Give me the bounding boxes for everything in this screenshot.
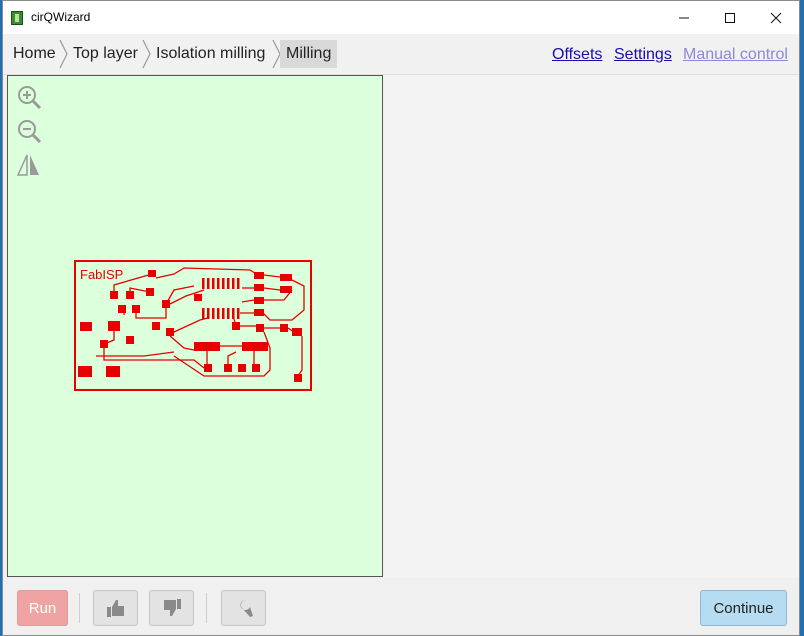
run-button[interactable]: Run bbox=[17, 590, 68, 626]
breadcrumb-milling[interactable]: Milling bbox=[280, 40, 338, 68]
close-icon[interactable] bbox=[753, 1, 799, 34]
settings-wrench-button[interactable] bbox=[221, 590, 266, 626]
breadcrumb-isolation-milling[interactable]: Isolation milling bbox=[156, 45, 266, 62]
pcb-preview-canvas[interactable]: FabISP bbox=[7, 75, 383, 577]
breadcrumb-top-layer[interactable]: Top layer bbox=[73, 45, 138, 62]
maximize-icon[interactable] bbox=[707, 1, 753, 34]
settings-panel bbox=[384, 75, 799, 577]
wrench-icon bbox=[239, 599, 253, 617]
zoom-in-icon[interactable] bbox=[16, 84, 42, 110]
breadcrumb-separator-icon bbox=[59, 39, 68, 69]
thumbs-up-button[interactable] bbox=[93, 590, 138, 626]
breadcrumb-home[interactable]: Home bbox=[13, 45, 56, 62]
pcb-toolpath-drawing: FabISP bbox=[74, 260, 312, 391]
settings-link[interactable]: Settings bbox=[614, 46, 672, 63]
thumbs-down-icon bbox=[163, 599, 181, 616]
breadcrumb-separator-icon bbox=[142, 39, 151, 69]
minimize-icon[interactable] bbox=[661, 1, 707, 34]
desktop-edge-right bbox=[798, 0, 804, 636]
window-title: cirQWizard bbox=[31, 10, 91, 24]
pcb-label: FabISP bbox=[80, 267, 123, 282]
zoom-out-icon[interactable] bbox=[16, 118, 42, 144]
offsets-link[interactable]: Offsets bbox=[552, 46, 603, 63]
toolbar-divider bbox=[206, 593, 207, 623]
title-bar: cirQWizard bbox=[3, 1, 799, 34]
thumbs-down-button[interactable] bbox=[149, 590, 194, 626]
mirror-icon[interactable] bbox=[16, 152, 42, 178]
breadcrumb: Home Top layer Isolation milling Milling… bbox=[3, 34, 799, 75]
thumbs-up-icon bbox=[106, 600, 124, 617]
continue-button[interactable]: Continue bbox=[700, 590, 787, 626]
manual-control-link[interactable]: Manual control bbox=[683, 46, 788, 63]
toolbar-divider bbox=[79, 593, 80, 623]
app-icon bbox=[11, 11, 23, 25]
